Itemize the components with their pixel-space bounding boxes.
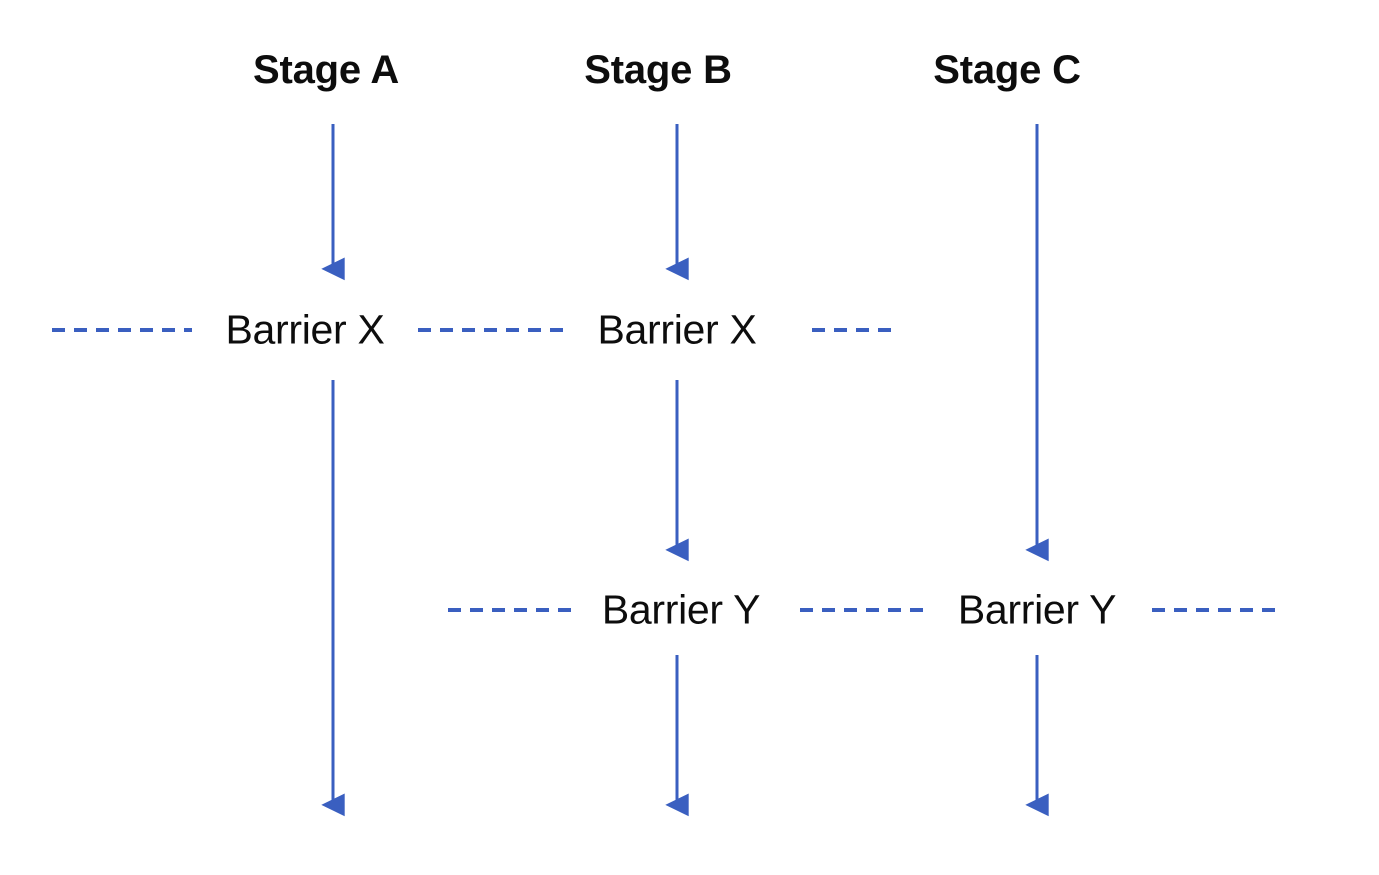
dashed-line-layer [52,328,1281,612]
stage-label-stage-c: Stage C [933,48,1081,92]
arrow-layer [321,124,1049,817]
barrier-label-barrier-y-c: Barrier Y [957,586,1117,633]
stage-label-stage-b: Stage B [584,48,732,92]
barrier-label-barrier-y-b: Barrier Y [601,586,761,633]
stage-label-stage-a: Stage A [252,48,400,92]
barrier-label-barrier-x-b: Barrier X [597,306,757,353]
barrier-label-barrier-x-a: Barrier X [225,306,385,353]
